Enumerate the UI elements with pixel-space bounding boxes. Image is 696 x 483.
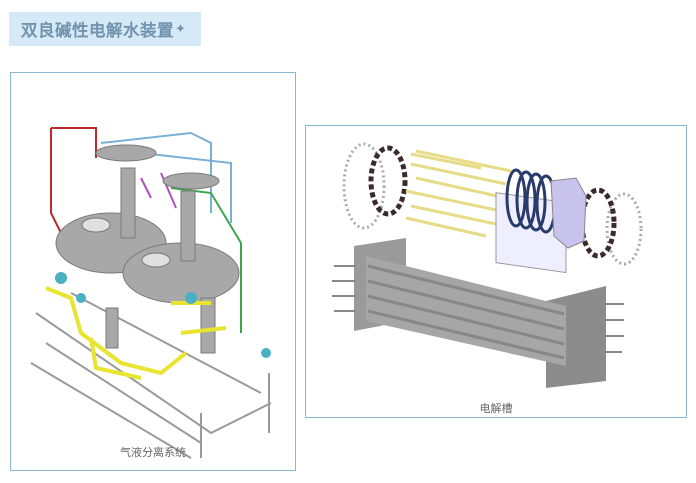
section-title-banner: 双良碱性电解水装置 ✦ <box>9 12 201 46</box>
electrolyzer-illustration <box>332 142 643 388</box>
figure-caption: 电解槽 <box>479 402 513 415</box>
section-title: 双良碱性电解水装置 <box>21 21 174 40</box>
figure-caption: 气液分离系统 <box>120 446 186 459</box>
figure-electrolyzer: 电解槽 <box>305 125 687 418</box>
figure-gas-liquid-separation: 气液分离系统 <box>10 72 296 471</box>
sparkle-icon: ✦ <box>175 21 186 37</box>
gas-liquid-separator-illustration <box>30 127 272 459</box>
